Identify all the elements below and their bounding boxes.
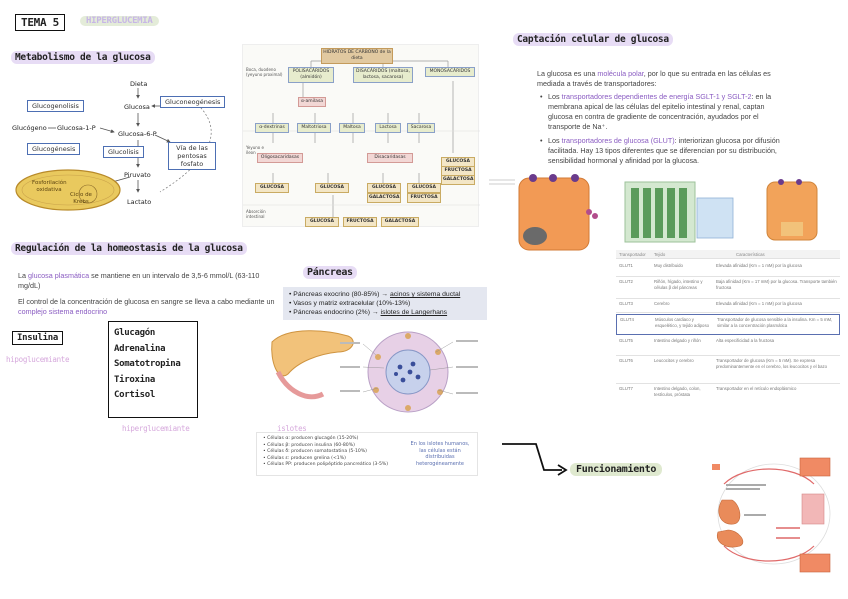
flow-left-2: Yeyuno e íleon bbox=[246, 145, 264, 155]
col-tejido: Tejido bbox=[654, 252, 666, 257]
glucogenesis-box: Glucogénesis bbox=[27, 143, 81, 155]
table-row: GLUT6 Leucocitos y cerebro Transportador… bbox=[616, 356, 840, 384]
pancreas-illustration bbox=[271, 330, 478, 413]
flow-dextrinas: α-dextrinas bbox=[255, 123, 289, 133]
table-row: GLUT3 Cerebro Elevada afinidad (Km = 1 m… bbox=[616, 299, 840, 313]
funcionamiento-diagram bbox=[712, 457, 831, 573]
pancreas-bullets: • Páncreas exocrino (80-85%) → acinos y … bbox=[283, 287, 487, 320]
funcionamiento-title: Funcionamiento bbox=[570, 463, 663, 476]
pancreas-bullet-2: • Vasos y matriz extracelular (10%-13%) bbox=[289, 300, 411, 307]
flow-poli: POLISACÁRIDOS (almidón) bbox=[288, 67, 334, 83]
fosforilacion-label: Fosforilación oxidativa bbox=[32, 180, 67, 193]
hormone-somatotropina: Somatotropina bbox=[114, 359, 181, 369]
cell-pp: • Células PP: producen polipéptido pancr… bbox=[263, 462, 389, 468]
table-row: GLUT2 Riñón, hígado, intestino y células… bbox=[616, 277, 840, 299]
flow-maltotriosa: Maltotriosa bbox=[297, 123, 331, 133]
table-row-highlighted: GLUT4 Músculos cardiaco y esquelético, y… bbox=[616, 314, 840, 335]
captacion-bullet-2: • Los transportadores de glucosa (GLUT):… bbox=[540, 136, 780, 165]
lactato-label: Lactato bbox=[127, 198, 152, 206]
flow-sacarosa: Sacarosa bbox=[407, 123, 435, 133]
transporter-illustrations bbox=[489, 174, 818, 251]
cell-epsilon: • Células ε: producen grelina (<1%) bbox=[263, 455, 346, 461]
krebs-label: Ciclo de Krebs bbox=[70, 192, 92, 205]
flow-glucosa-4: GLUCOSA bbox=[407, 183, 441, 193]
piruvato-label: Piruvato bbox=[124, 171, 151, 179]
flow-di: DISACÁRIDOS (maltosa, lactosa, sacarosa) bbox=[353, 67, 413, 83]
cell-alpha: • Células α: producen glucagón (15-20%) bbox=[263, 436, 359, 441]
flow-mono-galactosa: GALACTOSA bbox=[441, 175, 475, 185]
hormone-adrenalina: Adrenalina bbox=[114, 343, 166, 354]
flow-oligo: Oligosacaridasas bbox=[257, 153, 303, 163]
metabolism-diagram bbox=[15, 88, 212, 211]
cell-delta: • Células δ: producen somatostatina (5-1… bbox=[263, 449, 367, 455]
cell-beta: • Células β: producen insulina (60-80%) bbox=[263, 442, 355, 448]
digestion-flowchart: HIDRATOS DE CARBONO de la dieta Boca, du… bbox=[242, 44, 480, 227]
col-transportador: Transportador bbox=[619, 252, 646, 257]
flow-top: HIDRATOS DE CARBONO de la dieta bbox=[321, 48, 393, 64]
gluconeogenesis-box: Gluconeogénesis bbox=[160, 96, 226, 108]
glucosa-6p-label: Glucosa-6-P bbox=[118, 130, 157, 138]
captacion-bullet-1: • Los transportadores dependientes de en… bbox=[540, 92, 772, 131]
pancreas-cells-box: • Células α: producen glucagón (15-20%) … bbox=[256, 432, 478, 476]
glucogeno-label: Glucógeno bbox=[12, 124, 47, 132]
glucolisis-box: Glucolisis bbox=[103, 146, 144, 158]
captacion-intro: La glucosa es una molécula polar, por lo… bbox=[537, 69, 771, 88]
flow-fructosa-1: FRUCTOSA bbox=[407, 193, 441, 203]
flow-glucosa-2: GLUCOSA bbox=[315, 183, 349, 193]
flow-maltosa: Maltosa bbox=[339, 123, 365, 133]
islotes-note: En los islotes humanos, las células está… bbox=[410, 441, 470, 467]
metabolism-title: Metabolismo de la glucosa bbox=[11, 51, 155, 64]
glut-table: Transportador Tejido Características GLU… bbox=[616, 250, 840, 422]
flow-abs-galactosa: GALACTOSA bbox=[381, 217, 419, 227]
flow-abs-fructosa: FRUCTOSA bbox=[343, 217, 377, 227]
funcionamiento-arrow bbox=[502, 443, 568, 476]
flow-left-1: Boca, duodeno (yeyuno proximal) bbox=[246, 67, 283, 77]
tema-label: TEMA 5 bbox=[15, 14, 65, 31]
glucogenolisis-box: Glucogenolisis bbox=[27, 100, 84, 112]
islotes-label: islotes bbox=[277, 424, 307, 433]
captacion-title: Captación celular de glucosa bbox=[513, 33, 673, 46]
insulina-box: Insulina bbox=[12, 331, 63, 345]
hipoglucemiante-label: hipoglucemiante bbox=[6, 355, 70, 364]
flow-galactosa-1: GALACTOSA bbox=[367, 193, 401, 203]
flow-abs-glucosa: GLUCOSA bbox=[305, 217, 339, 227]
hormone-tiroxina: Tiroxina bbox=[114, 374, 155, 385]
hormones-box: Glucagón Adrenalina Somatotropina Tiroxi… bbox=[108, 321, 198, 418]
flow-left-3: Absorción intestinal bbox=[246, 209, 266, 219]
flow-lactosa: Lactosa bbox=[375, 123, 401, 133]
flow-amilasa: α-amilasa bbox=[298, 97, 326, 107]
page-subtitle: HIPERGLUCEMIA bbox=[80, 16, 159, 26]
hormone-cortisol: Cortisol bbox=[114, 390, 155, 400]
pancreas-title: Páncreas bbox=[303, 266, 357, 279]
flow-disac: Disacaridasas bbox=[367, 153, 413, 163]
dieta-label: Dieta bbox=[130, 80, 148, 88]
hiperglucemiante-label: hiperglucemiante bbox=[122, 424, 190, 433]
homeostasis-p1: La glucosa plasmática se mantiene en un … bbox=[18, 271, 260, 290]
table-row: GLUT7 Intestino delgado, colon, testícul… bbox=[619, 386, 797, 397]
glucosa-label: Glucosa bbox=[124, 103, 150, 111]
hormone-glucagon: Glucagón bbox=[114, 328, 155, 338]
flow-mono: MONOSACÁRIDOS bbox=[425, 67, 475, 77]
col-caracteristicas: Características bbox=[736, 252, 765, 257]
pancreas-bullet-3: • Páncreas endocrino (2%) → islotes de L… bbox=[289, 309, 448, 316]
table-header: Transportador Tejido Características bbox=[616, 250, 840, 259]
cells-list: • Células α: producen glucagón (15-20%) … bbox=[263, 436, 403, 469]
glucosa-1p-label: Glucosa-1-P bbox=[57, 124, 96, 132]
pentosas-box: Vía de las pentosas fosfato bbox=[168, 142, 216, 170]
flow-glucosa-1: GLUCOSA bbox=[255, 183, 289, 193]
homeostasis-p2: El control de la concentración de glucos… bbox=[18, 297, 275, 316]
homeostasis-title: Regulación de la homeostasis de la gluco… bbox=[11, 242, 247, 255]
table-row: GLUT5 Intestino delgado y riñón Alta esp… bbox=[616, 336, 840, 356]
pancreas-bullet-1: • Páncreas exocrino (80-85%) → acinos y … bbox=[289, 291, 461, 298]
table-row: GLUT1 Muy distribuido Elevada afinidad (… bbox=[616, 261, 840, 277]
flow-glucosa-3: GLUCOSA bbox=[367, 183, 401, 193]
